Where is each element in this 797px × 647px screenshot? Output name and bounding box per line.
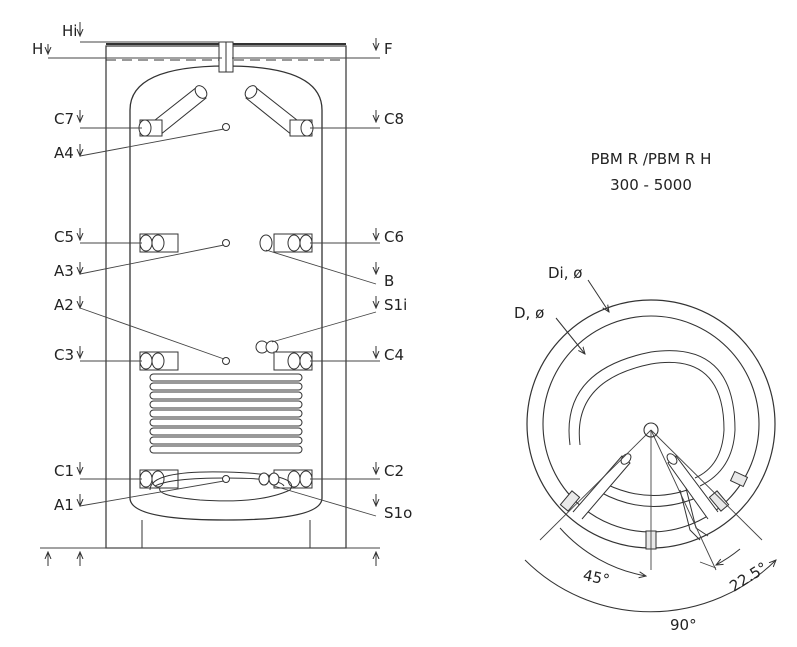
tank-top-view: Di, ø D, ø 45° 22.5° 90° [514,264,776,634]
label-di: Di, ø [548,264,582,282]
heat-exchanger-coil [149,373,303,454]
label-c4: C4 [384,346,404,364]
label-f: F [384,40,393,58]
label-b: B [384,272,394,290]
label-c2: C2 [384,462,404,480]
label-hi: Hi [62,22,77,40]
label-h: H [32,40,43,58]
label-d: D, ø [514,304,544,322]
label-c3: C3 [54,346,74,364]
label-a3: A3 [54,262,74,280]
label-a4: A4 [54,144,74,162]
label-s1o: S1o [384,504,412,522]
model-title: PBM R /PBM R H [591,150,712,168]
label-angle-90: 90° [670,616,697,634]
label-c8: C8 [384,110,404,128]
label-c6: C6 [384,228,404,246]
label-angle-22-5: 22.5° [726,559,770,596]
tank-side-view: Hi H F C7 C8 A4 C5 C6 A3 B A2 S1i C3 C4 … [32,22,412,566]
label-angle-45: 45° [581,566,611,589]
model-range: 300 - 5000 [610,176,692,194]
label-a2: A2 [54,296,74,314]
label-s1i: S1i [384,296,407,314]
label-c1: C1 [54,462,74,480]
dimension-lines [40,22,380,566]
label-c7: C7 [54,110,74,128]
label-c5: C5 [54,228,74,246]
label-a1: A1 [54,496,74,514]
